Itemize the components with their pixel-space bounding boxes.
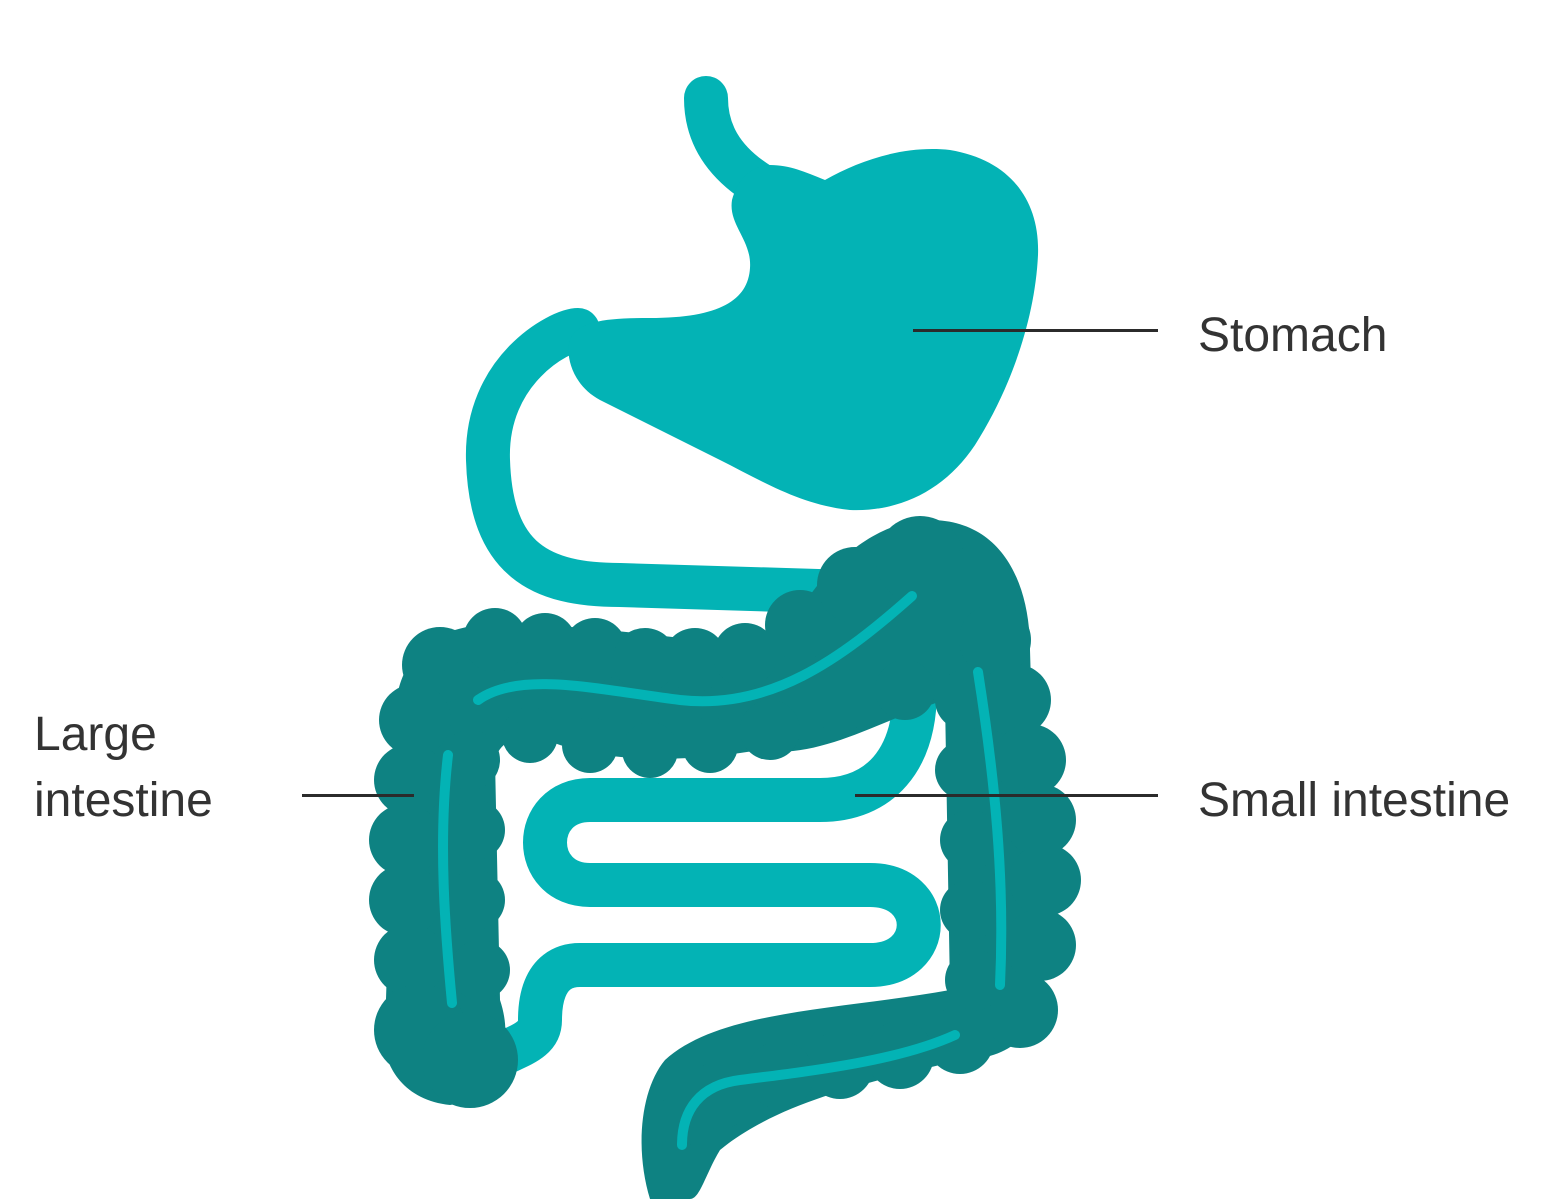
stomach-label: Stomach — [1198, 303, 1387, 369]
large-intestine — [369, 516, 1081, 1199]
small-intestine-label: Small intestine — [1198, 768, 1510, 834]
stomach-leader-line — [913, 329, 1158, 332]
large-intestine-label: Large intestine — [34, 702, 213, 834]
large-intestine-label-line2: intestine — [34, 768, 213, 834]
large-intestine-label-line1: Large — [34, 702, 213, 768]
stomach — [488, 98, 1038, 592]
small-intestine-leader-line — [855, 794, 1158, 797]
large-intestine-leader-line — [302, 794, 414, 797]
